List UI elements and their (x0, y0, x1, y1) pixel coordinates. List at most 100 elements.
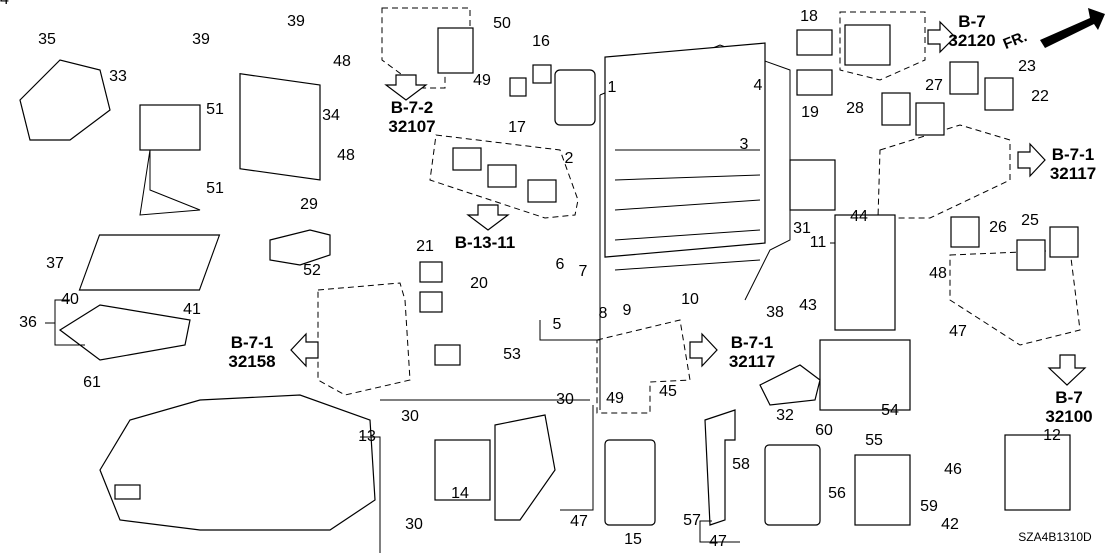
part-31-unit (789, 159, 836, 211)
part-number: 61 (83, 374, 101, 391)
part-number: 51 (206, 101, 224, 118)
part-number: 33 (109, 68, 127, 85)
part-number: 18 (800, 8, 818, 25)
ref-page: B-7-2 (390, 98, 434, 117)
arrow-b72 (384, 74, 428, 101)
part-34-unit (239, 73, 321, 181)
part-number: 5 (552, 316, 562, 333)
part-number: 22 (1031, 88, 1049, 105)
part-28-relay (881, 92, 911, 126)
part-number: 24 (0, 0, 9, 8)
part-number: 48 (929, 265, 947, 282)
ref-code: 32117 (1049, 164, 1097, 183)
connector-group-b7 (949, 249, 1081, 346)
ref-page: B-7-1 (230, 333, 274, 352)
part-number: 6 (555, 256, 565, 273)
part-14-unit (434, 439, 491, 501)
part-number: 8 (598, 305, 608, 322)
part-number: 9 (622, 302, 632, 319)
arrow-b71-32158 (290, 332, 319, 368)
ref-code: 32107 (388, 117, 436, 136)
ref-code: 32120 (948, 31, 996, 50)
arrow-b7-32100 (1047, 354, 1087, 386)
part-35-bracket (19, 59, 111, 141)
fuse-grid (614, 149, 761, 271)
part-number: 41 (183, 301, 201, 318)
part-19-relay (796, 69, 833, 96)
part-number: 42 (941, 516, 959, 533)
part-number: 43 (799, 297, 817, 314)
part-number: 49 (473, 72, 491, 89)
ref-code: 32100 (1045, 407, 1093, 426)
part-number: 36 (19, 314, 37, 331)
part-number: 56 (828, 485, 846, 502)
part-23-relay (949, 61, 979, 95)
part-24-relay (1049, 226, 1079, 258)
part-25-relay (1016, 239, 1046, 271)
part-number: 17 (508, 119, 526, 136)
part-number: 11 (809, 234, 827, 251)
ref-page: B-7-1 (730, 333, 774, 352)
part-number: 27 (925, 77, 943, 94)
part-number: 30 (556, 391, 574, 408)
part-50-connector (437, 27, 474, 74)
section-ref-b1311[interactable]: B-13-11 (455, 233, 515, 252)
part-16-relay (532, 64, 552, 84)
part-number: 57 (683, 512, 701, 529)
part-number: 32 (776, 407, 794, 424)
part-number: 46 (944, 461, 962, 478)
part-number: 50 (493, 15, 511, 32)
part-number: 14 (451, 485, 469, 502)
part-53-relay (434, 344, 461, 366)
part-56-unit (764, 444, 821, 526)
part-number: 12 (1043, 427, 1061, 444)
part-11-bracket (834, 214, 896, 331)
front-arrow (1040, 8, 1105, 48)
part-number: 39 (287, 13, 305, 30)
part-number: 44 (850, 208, 868, 225)
diagram-code: SZA4B1310D (1018, 530, 1092, 544)
part-26-relay (950, 216, 980, 248)
part-number: 59 (920, 498, 938, 515)
connector-group-50 (381, 7, 471, 89)
arrow-b71-32117b (689, 332, 718, 368)
part-number: 47 (570, 513, 588, 530)
part-number: 38 (766, 304, 784, 321)
part-number: 55 (865, 432, 883, 449)
part-number: 10 (681, 291, 699, 308)
part-20-relay (419, 291, 443, 313)
part-number: 60 (815, 422, 833, 439)
ref-page: B-13-11 (454, 233, 516, 252)
ref-page: B-7-1 (1051, 145, 1095, 164)
part-54-unit (819, 339, 911, 411)
part-number: 20 (470, 275, 488, 292)
part-15-unit (604, 439, 656, 526)
part-number: 21 (416, 238, 434, 255)
relay-group-b13 (429, 134, 579, 219)
part-number: 47 (949, 323, 967, 340)
part-number: 25 (1021, 212, 1039, 229)
part-number: 49 (606, 390, 624, 407)
part-number: 23 (1018, 58, 1036, 75)
part-number: 2 (564, 150, 574, 167)
arrow-b7-32120 (927, 20, 956, 54)
part-29-bracket (269, 229, 331, 266)
part-number: 34 (322, 107, 340, 124)
ref-page: B-7 (958, 12, 986, 31)
part-number: 40 (61, 291, 79, 308)
part-57-bracket (704, 409, 736, 526)
part-22-relay (984, 77, 1014, 111)
part-36-unit (58, 304, 191, 361)
part-number: 51 (206, 180, 224, 197)
connector-18 (844, 24, 891, 66)
part-number: 13 (358, 428, 376, 445)
part-number: 29 (300, 196, 318, 213)
